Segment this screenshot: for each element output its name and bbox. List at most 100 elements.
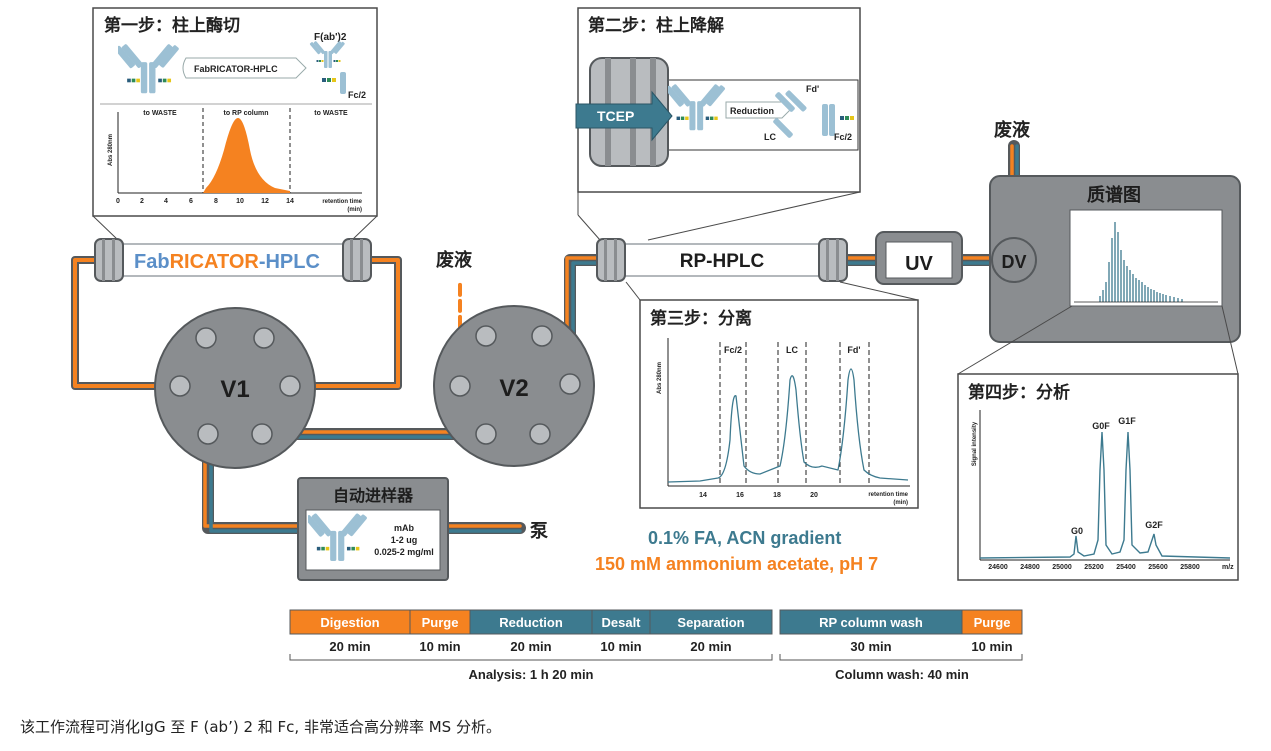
s1-xlabel-unit: (min) (347, 207, 362, 213)
zone-waste-1: to WASTE (143, 110, 177, 117)
mass-spec[interactable]: 质谱图 (989, 175, 1241, 343)
tl-time: 20 min (690, 639, 731, 654)
s1-tick: 0 (116, 198, 120, 205)
s3-tick: 18 (773, 492, 781, 499)
lc-label: LC (764, 132, 776, 142)
fragments-icon (773, 90, 854, 138)
tl-step-desalt: Desalt (601, 615, 641, 630)
tl-step-purge: Purge (422, 615, 459, 630)
fitting-icon (342, 238, 372, 282)
tl-time: 20 min (510, 639, 551, 654)
zone-waste-2: to WASTE (314, 110, 348, 117)
s4-tick: 24800 (1020, 564, 1040, 571)
peak-fd: Fd' (847, 345, 860, 355)
ms-label: 质谱图 (1087, 184, 1141, 205)
waste-label-v2: 废液 (436, 249, 473, 270)
uv-label: UV (905, 253, 933, 275)
step4-title: 第四步：分析 (968, 382, 1070, 402)
s1-tick: 4 (164, 198, 168, 205)
step2-title: 第二步：柱上降解 (588, 15, 724, 35)
fabricator-column[interactable]: FabRICATOR-HPLC (94, 238, 372, 282)
v2-label: V2 (499, 375, 528, 402)
dv-label: DV (1001, 252, 1026, 272)
mobile-phase-1: 0.1% FA, ACN gradient (648, 528, 841, 548)
sample-amount: 1-2 ug (391, 535, 418, 545)
mobile-phase-2: 150 mM ammonium acetate, pH 7 (595, 554, 878, 574)
s3-xlabel-unit: (min) (893, 500, 908, 506)
autosampler-label: 自动进样器 (333, 486, 414, 505)
fc2-label: Fc/2 (834, 132, 852, 142)
s1-tick: 6 (189, 198, 193, 205)
peak-fc2: Fc/2 (724, 345, 742, 355)
zone-rp: to RP column (224, 110, 269, 117)
fab2-label: F(ab')2 (314, 32, 347, 43)
fitting-icon (818, 238, 848, 282)
rp-hplc-column[interactable]: RP-HPLC (596, 238, 848, 282)
column-brand: FabRICATOR-HPLC (134, 251, 320, 273)
s3-tick: 20 (810, 492, 818, 499)
uv-detector[interactable]: UV (875, 231, 963, 285)
caption: 该工作流程可消化IgG 至 F (ab’) 2 和 Fc, 非常适合高分辨率 M… (20, 718, 501, 736)
step1-title: 第一步：柱上酶切 (104, 15, 240, 35)
tl-time: 20 min (329, 639, 370, 654)
tl-time: 30 min (850, 639, 891, 654)
peak-g0: G0 (1071, 526, 1083, 536)
s1-tick: 2 (140, 198, 144, 205)
brand-ricator: RICATOR (170, 251, 260, 273)
sample-name: mAb (394, 523, 415, 533)
step3-y-axis: Abs 280nm (657, 362, 663, 394)
waste-label-dv: 废液 (994, 119, 1031, 140)
wash-total: Column wash: 40 min (835, 667, 969, 682)
tl-step-reduction: Reduction (499, 615, 563, 630)
fc-fragment-icon (322, 72, 346, 94)
brand-hplc: -HPLC (259, 251, 320, 273)
peak-g0f: G0F (1092, 421, 1110, 431)
peak-lc: LC (786, 345, 798, 355)
s3-xlabel: retention time (868, 492, 908, 498)
valve-v1[interactable]: V1 (154, 307, 316, 469)
tl-step-digestion: Digestion (320, 615, 379, 630)
tl-time: 10 min (971, 639, 1012, 654)
tl-step-rp-wash: RP column wash (819, 615, 923, 630)
fitting-icon (94, 238, 124, 282)
peak-g1f: G1F (1118, 416, 1136, 426)
autosampler[interactable]: 自动进样器 mAb 1-2 ug 0.025-2 mg/ml (297, 477, 449, 581)
step2-inset: 第二步：柱上降解 TCEP Reduction Fd' LC Fc/2 (575, 7, 861, 241)
step1-y-axis: Abs 280nm (108, 134, 114, 166)
step3-inset: 第三步：分离 Abs 280nm Fc/2 LC Fd' 14 16 18 20… (625, 281, 919, 509)
step3-title: 第三步：分离 (650, 308, 752, 328)
s1-tick: 10 (236, 198, 244, 205)
diverter-valve[interactable]: DV (991, 237, 1037, 283)
s4-tick: 25200 (1084, 564, 1104, 571)
s3-tick: 16 (736, 492, 744, 499)
s4-tick: 25800 (1180, 564, 1200, 571)
tcep-label: TCEP (597, 108, 634, 124)
fc2-label: Fc/2 (348, 90, 366, 100)
s1-tick: 14 (286, 198, 294, 205)
timeline: Digestion Purge Reduction Desalt Separat… (289, 609, 1023, 682)
v1-label: V1 (220, 376, 249, 403)
s1-tick: 12 (261, 198, 269, 205)
valve-v2[interactable]: V2 (433, 305, 595, 467)
s4-tick: 24600 (988, 564, 1008, 571)
tl-time: 10 min (600, 639, 641, 654)
analysis-total: Analysis: 1 h 20 min (469, 667, 594, 682)
s4-tick: 25400 (1116, 564, 1136, 571)
fd-label: Fd' (806, 84, 819, 94)
fitting-icon (596, 238, 626, 282)
pump-label: 泵 (530, 521, 548, 541)
peak-g2f: G2F (1145, 520, 1163, 530)
tl-time: 10 min (419, 639, 460, 654)
s4-xunit: m/z (1222, 564, 1234, 571)
s1-xlabel: retention time (322, 199, 362, 205)
step4-inset: 第四步：分析 Signal intensity G0 G0F G1F G2F 2… (957, 305, 1239, 581)
s3-tick: 14 (699, 492, 707, 499)
ms-spectrum-thumb (1074, 222, 1218, 303)
sample-conc: 0.025-2 mg/ml (374, 547, 434, 557)
s4-tick: 25000 (1052, 564, 1072, 571)
tl-step-separation: Separation (677, 615, 744, 630)
s1-tick: 8 (214, 198, 218, 205)
step4-y-axis: Signal intensity (972, 421, 978, 466)
brand-fab: Fab (134, 251, 170, 273)
